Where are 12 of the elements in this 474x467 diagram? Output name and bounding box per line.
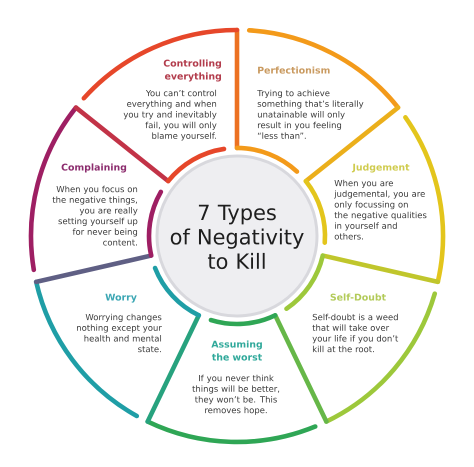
- segment-text: When you focus on the negative things, you are really setting yourself up for never being content.: [52, 186, 138, 246]
- segment-heading: Worry: [105, 294, 137, 303]
- segment-heading: Perfectionism: [258, 66, 330, 74]
- segment-heading: Assuming the worst: [211, 340, 262, 361]
- segment-text: You can’t control everything and when you try and inevitably fail, you will only blame yourself.: [124, 90, 217, 141]
- segment-heading: Self-Doubt: [330, 293, 386, 301]
- segment-text: When you are judgemental, you are only focussing on the negative qualities in yourself and others.: [334, 180, 426, 240]
- segment-heading: Controlling everything: [164, 59, 222, 82]
- segment-text: If you never think things will be better, they won’t be. This removes hope.: [192, 374, 280, 415]
- segment-text: Trying to achieve something that’s literally unatainable will only result in you feeling “less than”.: [257, 90, 364, 139]
- segment-heading: Complaining: [62, 163, 126, 173]
- segment-heading: Judgement: [352, 163, 410, 173]
